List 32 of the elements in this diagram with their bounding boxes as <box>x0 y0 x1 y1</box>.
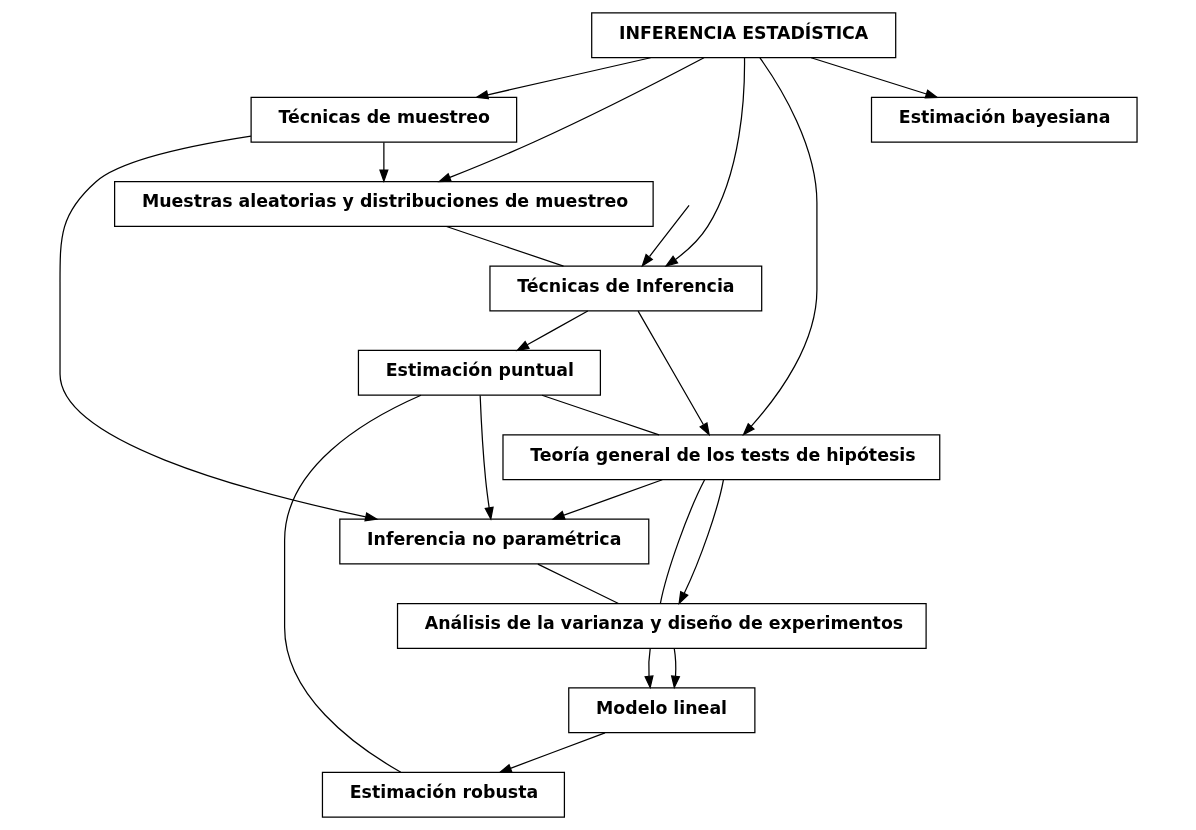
arrow <box>637 310 710 437</box>
node-box: Técnicas de muestreo <box>250 96 517 143</box>
node-box: Inferencia no paramétrica <box>338 518 649 565</box>
node-box: Muestras aleatorias y distribuciones de muestreo <box>113 181 654 227</box>
arrow <box>741 57 818 436</box>
arrow <box>479 394 494 521</box>
node-box: Técnicas de Inferencia <box>488 265 762 312</box>
arrow <box>810 57 939 99</box>
node-box: Estimación puntual <box>357 349 601 396</box>
arrow <box>58 135 379 522</box>
connector <box>536 563 619 605</box>
connector <box>540 394 660 436</box>
arrow <box>670 648 680 690</box>
arrow <box>664 57 745 268</box>
arrow <box>497 732 606 773</box>
arrow <box>474 57 651 100</box>
node-box: Modelo lineal <box>567 687 755 734</box>
arrow <box>550 479 663 520</box>
arrow <box>640 204 690 268</box>
connector <box>659 479 705 604</box>
connector <box>445 225 564 267</box>
node-box: INFERENCIA ESTADÍSTICA <box>590 12 896 59</box>
arrow <box>515 310 588 352</box>
node-box: Estimación robusta <box>321 771 565 818</box>
arrow <box>437 57 705 183</box>
node-box: Teoría general de los tests de hipótesis <box>501 434 940 481</box>
node-box: Estimación bayesiana <box>870 96 1138 143</box>
node-box: Análisis de la varianza y diseño de experimentos <box>396 603 927 649</box>
connector <box>283 394 422 773</box>
arrow <box>677 479 724 606</box>
arrow <box>643 648 654 690</box>
arrow <box>378 141 389 184</box>
